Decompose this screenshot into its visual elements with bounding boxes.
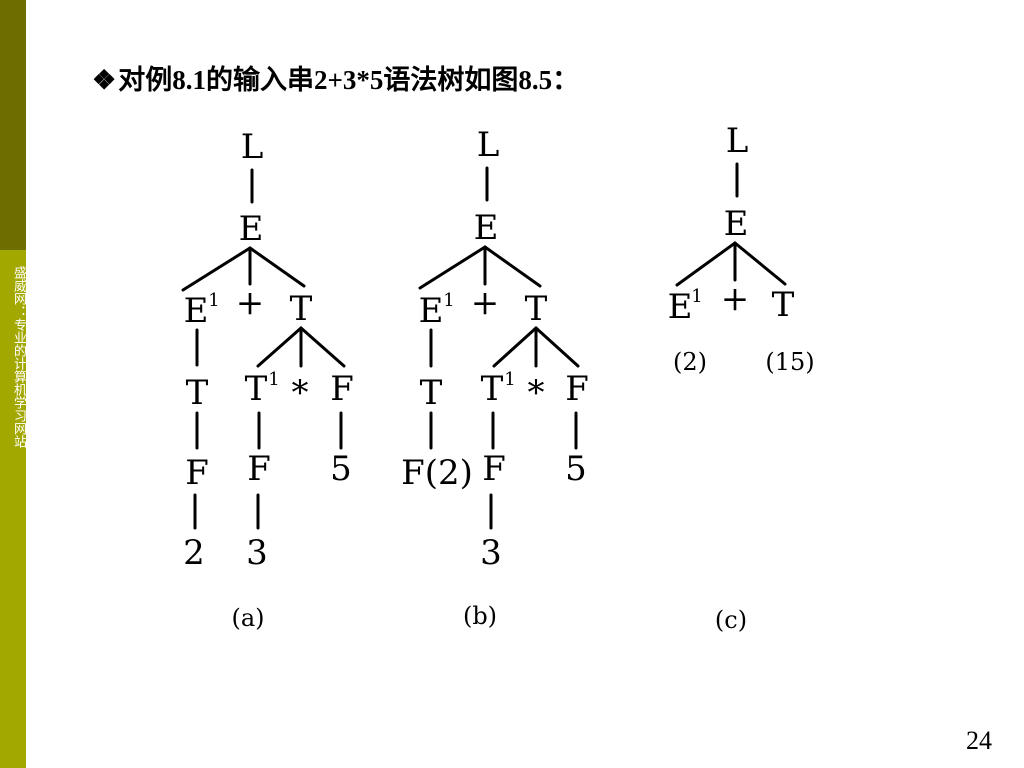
tree-a-node-T1-sup: 1: [268, 369, 279, 390]
sidebar: 盛威网：专业的计算机学习网站: [0, 0, 26, 768]
tree-b-node-plus: +: [471, 283, 500, 323]
tree-b-node-F-mid: F: [482, 449, 506, 489]
tree-a-node-F-mid: F: [247, 449, 271, 489]
tree-a-node-T1: T: [245, 369, 268, 409]
sidebar-light-band: [0, 250, 26, 768]
tree-a-caption: (a): [231, 604, 264, 632]
tree-b-edges: [418, 166, 580, 530]
tree-a-node-F-right: F: [330, 369, 354, 409]
tree-b-node-T1: T: [481, 369, 504, 409]
tree-b-node-E1: E: [419, 291, 444, 331]
tree-c-node-L: L: [726, 121, 749, 161]
tree-b-node-T-left: T: [420, 373, 443, 413]
tree-c-value-left: (2): [673, 348, 707, 376]
tree-a-node-L: L: [241, 127, 264, 167]
tree-a-node-F-left: F: [185, 453, 209, 493]
slide-title: ❖对例8.1的输入串2+3*5语法树如图8.5：: [92, 58, 579, 97]
tree-b-node-E: E: [474, 208, 499, 248]
tree-c-node-E1: E: [668, 287, 693, 327]
sidebar-dark-band: [0, 0, 26, 250]
tree-b-leaf-3: 3: [480, 533, 502, 573]
tree-b-node-T: T: [525, 289, 548, 329]
diamond-dots-icon: ❖: [92, 65, 117, 95]
tree-b-node-star: *: [528, 373, 545, 413]
page-number: 24: [966, 726, 992, 755]
tree-b-caption: (b): [463, 602, 497, 630]
tree-b-node-L: L: [477, 125, 500, 165]
tree-a-leaf-2: 2: [183, 533, 205, 573]
sidebar-watermark-text: 盛威网：专业的计算机学习网站: [11, 266, 26, 448]
tree-b-leaf-5: 5: [565, 449, 587, 489]
tree-a-node-T-left: T: [186, 373, 209, 413]
tree-b-node-F-right: F: [565, 369, 589, 409]
tree-c-node-plus: +: [721, 279, 750, 319]
tree-a-leaf-5: 5: [330, 449, 352, 489]
tree-a-node-E1-sup: 1: [208, 290, 219, 311]
tree-b-node-F2: F(2): [401, 453, 473, 493]
tree-a-node-E: E: [239, 209, 264, 249]
tree-c-caption: (c): [715, 606, 747, 634]
tree-c-value-right: (15): [765, 348, 814, 376]
tree-b-node-T1-sup: 1: [504, 369, 515, 390]
tree-c-node-E: E: [724, 204, 749, 244]
tree-c-node-T: T: [772, 285, 795, 325]
tree-a-node-E1: E: [184, 291, 209, 331]
tree-a-node-star: *: [292, 373, 309, 413]
tree-a-node-plus: +: [236, 283, 265, 323]
slide-title-text: 对例8.1的输入串2+3*5语法树如图8.5：: [118, 65, 580, 95]
tree-a-node-T: T: [290, 289, 313, 329]
tree-a-leaf-3: 3: [246, 533, 268, 573]
tree-a-edges: [181, 168, 346, 530]
tree-c-edges: [675, 162, 787, 287]
tree-c-node-E1-sup: 1: [691, 286, 702, 307]
tree-b-node-E1-sup: 1: [443, 290, 454, 311]
